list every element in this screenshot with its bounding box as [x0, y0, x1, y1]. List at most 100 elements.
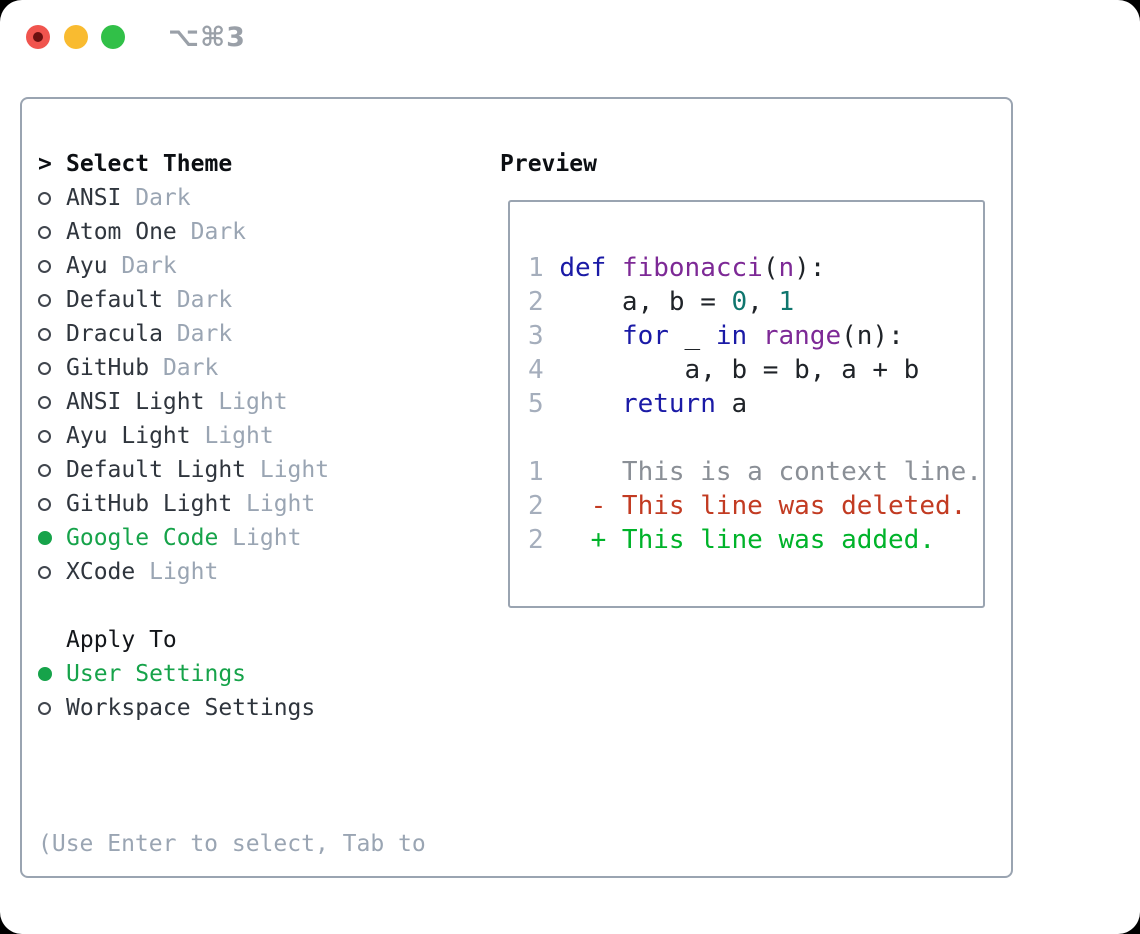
line-number: 2 — [528, 287, 560, 317]
code-token: for — [621, 321, 669, 351]
preview-title: Preview — [500, 151, 597, 177]
theme-option[interactable]: XCode Light — [38, 555, 426, 589]
code-line: 5 return a — [528, 387, 983, 421]
radio-icon — [38, 259, 66, 273]
radio-circle-icon — [38, 191, 51, 205]
theme-option[interactable]: GitHub Dark — [38, 351, 426, 385]
theme-variant-label: Light — [246, 457, 330, 483]
select-theme-title: Select Theme — [66, 151, 233, 177]
diff-line: 1 This is a context line. — [528, 455, 983, 489]
code-line: 3 for _ in range(n): — [528, 319, 983, 353]
theme-variant-label: Light — [190, 423, 274, 449]
code-token: 0 — [731, 287, 748, 317]
radio-icon — [38, 395, 66, 409]
close-button[interactable] — [26, 25, 50, 49]
code-token: def — [559, 253, 607, 283]
code-line: 4 a, b = b, a + b — [528, 353, 983, 387]
diff-line: 2 + This line was added. — [528, 523, 983, 557]
theme-option[interactable]: Default Light Light — [38, 453, 426, 487]
help-line-2: change focus) — [38, 929, 426, 934]
diff-text: + This line was added. — [543, 525, 935, 555]
theme-label: ANSI — [66, 185, 122, 211]
radio-selected-icon — [38, 667, 66, 681]
theme-option[interactable]: GitHub Light Light — [38, 487, 426, 521]
line-number: 2 — [528, 491, 544, 521]
theme-label: Default — [66, 287, 163, 313]
radio-icon — [38, 361, 66, 375]
code-token: , — [747, 287, 779, 317]
radio-icon — [38, 191, 66, 205]
line-number: 1 — [528, 457, 544, 487]
diff-line: 2 - This line was deleted. — [528, 489, 983, 523]
code-token: range — [762, 321, 842, 351]
theme-option[interactable]: Ayu Dark — [38, 249, 426, 283]
line-number: 3 — [528, 321, 560, 351]
theme-option[interactable]: Dracula Dark — [38, 317, 426, 351]
theme-label: Atom One — [66, 219, 177, 245]
radio-circle-icon — [38, 667, 52, 681]
spacer — [528, 421, 983, 455]
code-token: a — [715, 389, 748, 419]
spacer — [38, 725, 426, 759]
code-token: fibonacci — [621, 253, 763, 283]
theme-label: GitHub — [66, 355, 150, 381]
radio-circle-icon — [38, 361, 51, 375]
maximize-button[interactable] — [101, 25, 125, 49]
select-theme-header: > Select Theme — [38, 147, 426, 181]
theme-variant-label: Dark — [107, 253, 177, 279]
apply-target-option[interactable]: User Settings — [38, 657, 426, 691]
apply-target-option[interactable]: Workspace Settings — [38, 691, 426, 725]
theme-label: Default Light — [66, 457, 247, 483]
theme-variant-label: Dark — [121, 185, 191, 211]
theme-option[interactable]: ANSI Dark — [38, 181, 426, 215]
radio-circle-icon — [38, 293, 51, 307]
radio-icon — [38, 497, 66, 511]
radio-circle-icon — [38, 327, 51, 341]
theme-option[interactable]: Google Code Light — [38, 521, 426, 555]
theme-label: ANSI Light — [66, 389, 205, 415]
code-line: 2 a, b = 0, 1 — [528, 285, 983, 319]
code-token: return — [621, 389, 716, 419]
radio-icon — [38, 429, 66, 443]
theme-option[interactable]: Atom One Dark — [38, 215, 426, 249]
radio-circle-icon — [38, 531, 52, 545]
code-token: _ — [668, 321, 716, 351]
radio-circle-icon — [38, 259, 51, 273]
line-number: 4 — [528, 355, 560, 385]
minimize-button[interactable] — [64, 25, 88, 49]
line-number: 1 — [528, 253, 560, 283]
radio-icon — [38, 701, 66, 715]
theme-option[interactable]: ANSI Light Light — [38, 385, 426, 419]
apply-to-title: Apply To — [66, 627, 177, 653]
radio-circle-icon — [38, 429, 51, 443]
radio-icon — [38, 565, 66, 579]
theme-label: Google Code — [66, 525, 219, 551]
theme-variant-label: Dark — [162, 287, 233, 313]
radio-icon — [38, 327, 66, 341]
theme-label: XCode — [66, 559, 136, 585]
code-token — [559, 321, 622, 351]
theme-variant-label: Dark — [176, 219, 247, 245]
theme-variant-label: Light — [204, 389, 288, 415]
theme-option[interactable]: Ayu Light Light — [38, 419, 426, 453]
code-token: ): — [794, 253, 826, 283]
code-line: 1 def fibonacci(n): — [528, 251, 983, 285]
diff-preview: 1 This is a context line.2 - This line w… — [528, 455, 983, 557]
theme-option[interactable]: Default Dark — [38, 283, 426, 317]
code-token: a, b = — [559, 287, 732, 317]
close-button-dot-icon — [33, 32, 43, 42]
code-token: a, b = b, a + b — [559, 355, 920, 385]
theme-label: Dracula — [66, 321, 163, 347]
code-token: n — [778, 253, 795, 283]
diff-text: - This line was deleted. — [543, 491, 967, 521]
code-token — [559, 389, 622, 419]
radio-icon — [38, 293, 66, 307]
spacer — [38, 589, 426, 623]
radio-circle-icon — [38, 701, 51, 715]
line-number: 5 — [528, 389, 560, 419]
